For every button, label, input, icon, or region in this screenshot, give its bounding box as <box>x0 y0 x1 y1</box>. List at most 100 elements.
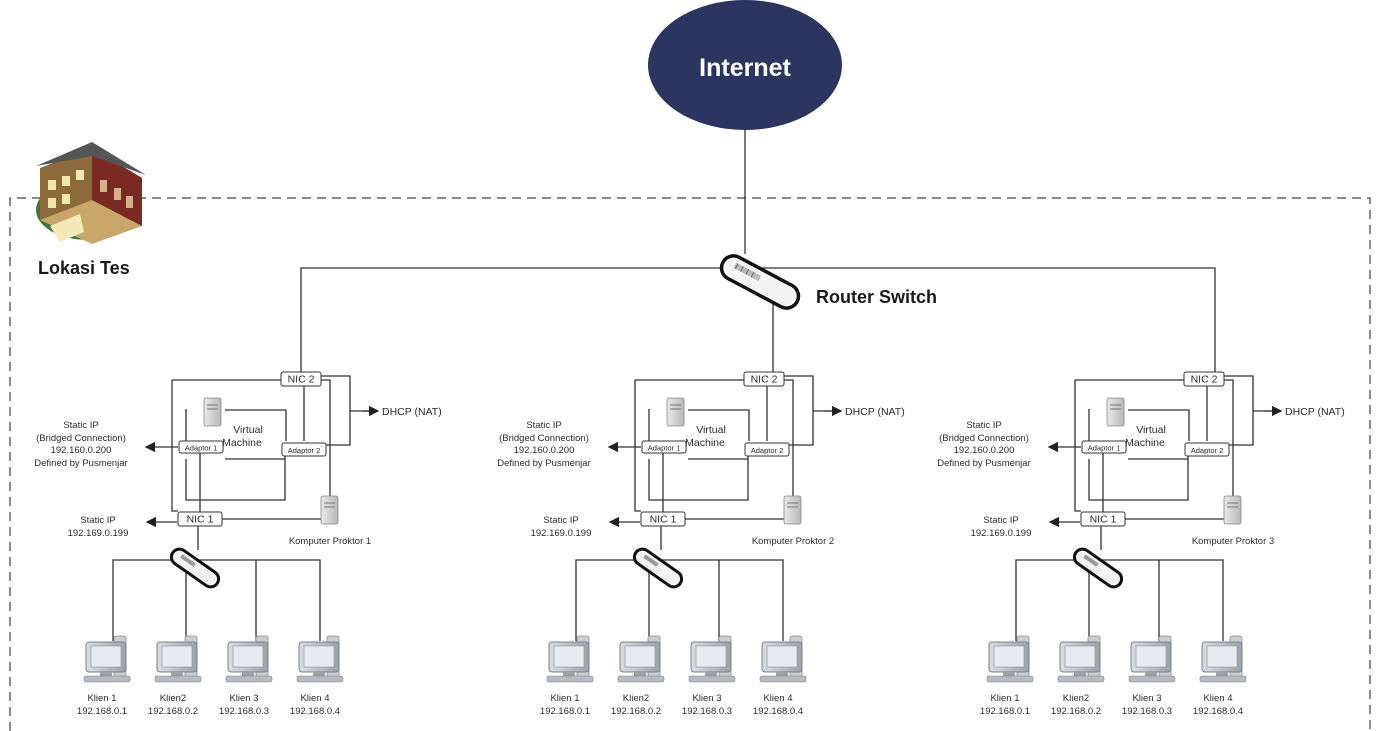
proktor-computer-icon <box>320 495 339 525</box>
monitor-stand <box>313 672 325 676</box>
client-ip: 192.168.0.1 <box>77 706 127 717</box>
vm-label: Machine <box>1125 437 1165 449</box>
nic2-to-proktor-line <box>1224 379 1234 496</box>
adaptor1-label: Adaptor 1 <box>185 444 218 453</box>
keyboard <box>986 675 1034 683</box>
bridged-ip-label: 192.160.0.200 <box>514 445 575 456</box>
keyboard <box>225 675 273 683</box>
nic2-box <box>1183 371 1225 387</box>
keyboard <box>154 675 202 683</box>
client-name: Klien2 <box>160 693 186 704</box>
client-name: Klien 4 <box>300 693 329 704</box>
adaptor2-box <box>281 442 327 457</box>
monitor-screen <box>766 645 798 668</box>
static-ip-label: Static IP <box>80 515 115 526</box>
static-ip-label: Static IP <box>543 515 578 526</box>
adaptor2-label: Adaptor 2 <box>751 446 784 455</box>
client-computer-icon <box>1057 635 1105 683</box>
keyboard <box>546 675 594 683</box>
vm-label: Virtual <box>1136 424 1166 436</box>
monitor-screen <box>993 645 1025 668</box>
switch-body <box>632 547 684 589</box>
switch-ports <box>643 554 659 567</box>
nic2-label: NIC 2 <box>751 374 778 386</box>
client-computer-icon <box>546 635 594 683</box>
tower-body <box>203 397 222 427</box>
monitor-screen <box>303 645 335 668</box>
internet-label: Internet <box>699 54 791 82</box>
nic2-box <box>743 371 785 387</box>
monitor-screen <box>90 645 122 668</box>
client-ip: 192.168.0.3 <box>682 706 732 717</box>
dhcp-bracket-line <box>784 375 814 446</box>
adaptor1-box <box>641 440 687 454</box>
nic1-box <box>640 511 686 527</box>
vm-server-icon <box>1106 397 1125 427</box>
proktor-label: Komputer Proktor 3 <box>1192 536 1274 547</box>
vm-server-icon <box>203 397 222 427</box>
nic1-box <box>1080 511 1126 527</box>
bridged-ip-label: Defined by Pusmenjar <box>497 458 590 469</box>
client-name: Klien 3 <box>1132 693 1161 704</box>
bridged-ip-label: (Bridged Connection) <box>36 433 126 444</box>
static-ip-label: 192.169.0.199 <box>68 528 129 539</box>
dhcp-label: DHCP (NAT) <box>382 406 442 418</box>
static-ip-label: 192.169.0.199 <box>971 528 1032 539</box>
monitor-stand <box>563 672 575 676</box>
client-computer-icon <box>1199 635 1247 683</box>
monitor-screen <box>624 645 656 668</box>
client-switch-icon <box>632 547 684 589</box>
client-name: Klien 3 <box>692 693 721 704</box>
client-switch-icon <box>1072 547 1124 589</box>
tower-body <box>783 495 802 525</box>
adaptor1-box <box>178 440 224 454</box>
tower-body <box>1223 495 1242 525</box>
vm-label: Machine <box>685 437 725 449</box>
client-ip: 192.168.0.1 <box>540 706 590 717</box>
client-name: Klien 1 <box>87 693 116 704</box>
client-computer-icon <box>759 635 807 683</box>
nic1-label: NIC 1 <box>1090 514 1117 526</box>
internet-cloud <box>648 0 842 130</box>
switch-body <box>169 547 221 589</box>
client-name: Klien 1 <box>550 693 579 704</box>
tower-body <box>320 495 339 525</box>
proktor-computer-icon <box>1223 495 1242 525</box>
nic2-label: NIC 2 <box>288 374 315 386</box>
keyboard <box>1057 675 1105 683</box>
adaptor-loop-line <box>185 451 286 501</box>
switch-ports <box>180 554 196 567</box>
monitor-screen <box>232 645 264 668</box>
bridged-ip-label: Static IP <box>966 420 1001 431</box>
router-switch-icon <box>719 254 801 310</box>
client-name: Klien 3 <box>229 693 258 704</box>
monitor-stand <box>1216 672 1228 676</box>
adaptor1-label: Adaptor 1 <box>1088 444 1121 453</box>
bridged-ip-label: (Bridged Connection) <box>939 433 1029 444</box>
adaptor-loop-line <box>1088 451 1189 501</box>
client-ip: 192.168.0.1 <box>980 706 1030 717</box>
tower-body <box>1106 397 1125 427</box>
monitor-stand <box>171 672 183 676</box>
bridged-ip-label: Defined by Pusmenjar <box>34 458 127 469</box>
monitor-stand <box>776 672 788 676</box>
monitor-stand <box>242 672 254 676</box>
vm-server-icon <box>666 397 685 427</box>
client-ip: 192.168.0.4 <box>753 706 803 717</box>
client-ip: 192.168.0.2 <box>148 706 198 717</box>
keyboard <box>759 675 807 683</box>
nic2-to-proktor-line <box>784 379 794 496</box>
vm-to-adaptor2-line <box>688 409 750 441</box>
left-loop-line <box>1074 380 1081 512</box>
keyboard <box>1128 675 1176 683</box>
bridged-ip-label: 192.160.0.200 <box>954 445 1015 456</box>
left-loop-line <box>634 380 641 512</box>
nic2-to-proktor-line <box>321 379 331 496</box>
keyboard <box>617 675 665 683</box>
monitor-stand <box>634 672 646 676</box>
monitor-stand <box>705 672 717 676</box>
client-ip: 192.168.0.4 <box>1193 706 1243 717</box>
client-computer-icon <box>617 635 665 683</box>
